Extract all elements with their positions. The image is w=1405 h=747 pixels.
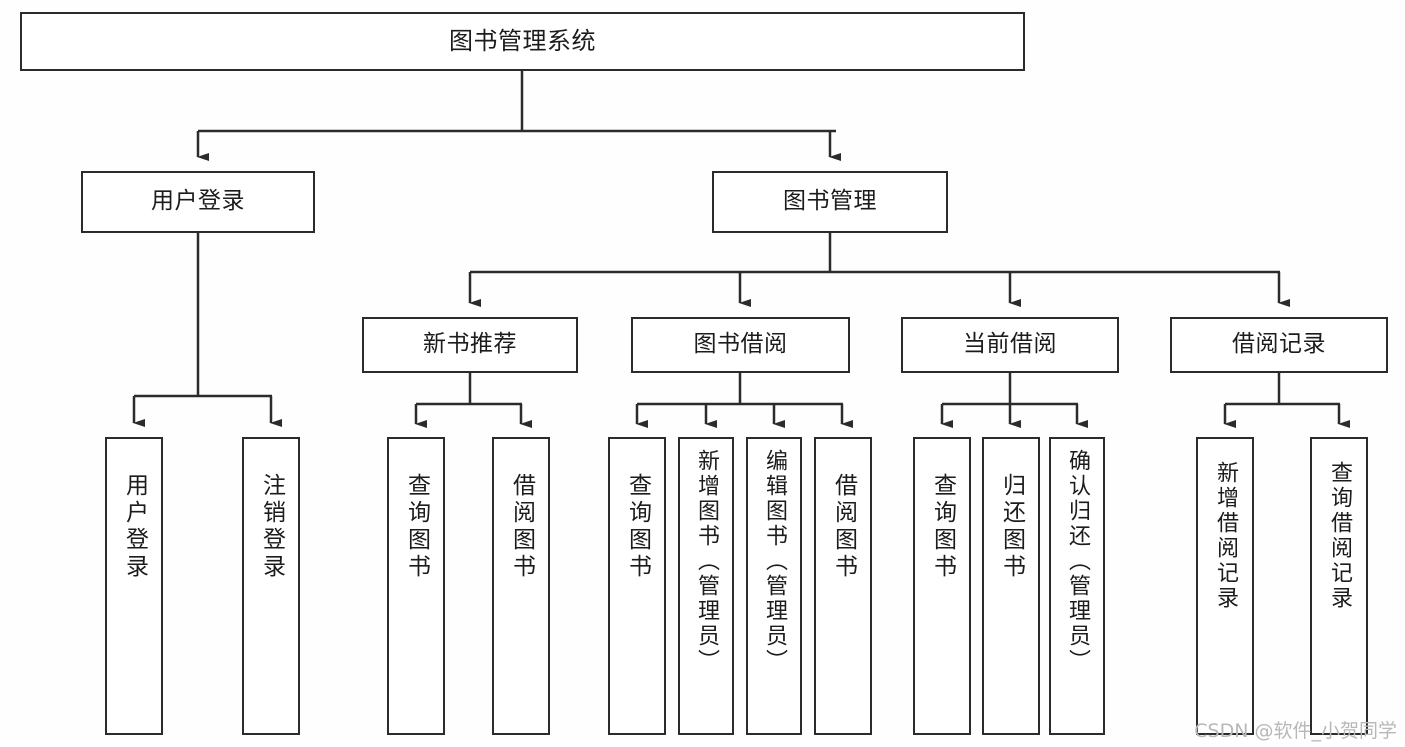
node-leaf-query-book-3[interactable]: 查询图书 [913, 437, 971, 735]
node-book-borrow[interactable]: 图书借阅 [631, 317, 850, 373]
node-leaf-query-record-label: 查询借阅记录 [1327, 461, 1352, 611]
node-leaf-add-book[interactable]: 新增图书（管理员） [678, 437, 734, 735]
node-leaf-borrow-book-2-label: 借阅图书 [830, 473, 857, 581]
node-leaf-query-book-2[interactable]: 查询图书 [608, 437, 666, 735]
node-root[interactable]: 图书管理系统 [20, 12, 1025, 71]
node-book-manage-label: 图书管理 [783, 188, 877, 215]
node-borrow-record-label: 借阅记录 [1232, 331, 1326, 358]
node-book-manage[interactable]: 图书管理 [712, 171, 948, 233]
node-current-borrow-label: 当前借阅 [963, 331, 1057, 358]
node-leaf-logout-login-label: 注销登录 [258, 473, 285, 581]
node-leaf-edit-book-label: 编辑图书（管理员） [762, 449, 787, 674]
node-leaf-return-book[interactable]: 归还图书 [982, 437, 1040, 735]
node-leaf-add-book-label: 新增图书（管理员） [694, 449, 719, 674]
node-root-label: 图书管理系统 [449, 27, 596, 56]
node-leaf-query-book-1-label: 查询图书 [403, 473, 430, 581]
node-new-book-recommend-label: 新书推荐 [423, 331, 517, 358]
node-leaf-user-login[interactable]: 用户登录 [105, 437, 163, 735]
node-leaf-query-book-1[interactable]: 查询图书 [387, 437, 445, 735]
node-leaf-query-book-2-label: 查询图书 [624, 473, 651, 581]
node-leaf-return-book-label: 归还图书 [998, 473, 1025, 581]
node-leaf-query-book-3-label: 查询图书 [929, 473, 956, 581]
node-leaf-edit-book[interactable]: 编辑图书（管理员） [746, 437, 802, 735]
node-leaf-confirm-return-label: 确认归还（管理员） [1065, 449, 1090, 674]
node-leaf-borrow-book-1-label: 借阅图书 [508, 473, 535, 581]
node-current-borrow[interactable]: 当前借阅 [901, 317, 1119, 373]
node-leaf-user-login-label: 用户登录 [121, 473, 148, 581]
node-leaf-query-record[interactable]: 查询借阅记录 [1310, 437, 1368, 735]
node-leaf-logout-login[interactable]: 注销登录 [242, 437, 300, 735]
node-user-login-label: 用户登录 [151, 188, 245, 215]
node-leaf-confirm-return[interactable]: 确认归还（管理员） [1049, 437, 1105, 735]
node-leaf-borrow-book-2[interactable]: 借阅图书 [814, 437, 872, 735]
node-new-book-recommend[interactable]: 新书推荐 [362, 317, 578, 373]
node-borrow-record[interactable]: 借阅记录 [1170, 317, 1388, 373]
node-book-borrow-label: 图书借阅 [693, 331, 788, 358]
node-leaf-borrow-book-1[interactable]: 借阅图书 [492, 437, 550, 735]
node-leaf-add-record[interactable]: 新增借阅记录 [1196, 437, 1254, 735]
node-leaf-add-record-label: 新增借阅记录 [1213, 461, 1238, 611]
csdn-watermark: CSDN @软件_小贺同学 [1194, 720, 1397, 742]
node-user-login[interactable]: 用户登录 [81, 171, 315, 233]
